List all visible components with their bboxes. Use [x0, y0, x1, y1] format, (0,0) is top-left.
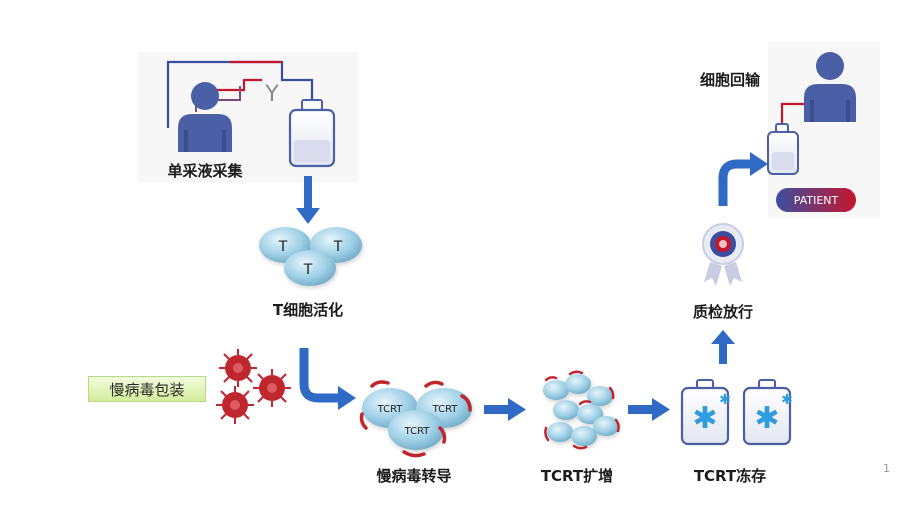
infusion-tubing: [780, 102, 804, 124]
patient-person-icon: [804, 52, 856, 122]
apheresis-tubing: [166, 60, 314, 128]
virus-icon: [253, 369, 291, 407]
virus-icon: [219, 349, 257, 387]
arrow-up-1: [711, 330, 735, 364]
donor-person-icon: [178, 82, 232, 152]
page-number: 1: [883, 462, 890, 475]
collection-bag-icon: [288, 99, 336, 168]
receptor-marks: [359, 380, 472, 458]
patient-badge: PATIENT: [776, 188, 856, 212]
step-label-qc-release: 质检放行: [693, 303, 753, 321]
tcrt-cell: [388, 410, 444, 450]
step-label-t-activation: T细胞活化: [273, 301, 343, 319]
t-cell-label: T: [278, 239, 288, 255]
expansion-receptor-marks: [544, 370, 620, 450]
arrow-curve-to-infusion: [718, 152, 768, 206]
lentivirus-package-label: 慢病毒包装: [88, 376, 206, 402]
arrow-right-1: [484, 398, 526, 421]
svg-text:✱: ✱: [719, 392, 731, 408]
t-cell: [284, 250, 336, 286]
step-label-cell-infusion: 细胞回输: [700, 71, 761, 89]
virus-icon: [216, 386, 254, 424]
t-cell-cluster: [259, 227, 362, 286]
infusion-bag-icon: [767, 123, 799, 175]
tcrt-cell-label: TCRT: [432, 404, 459, 415]
apheresis-tubing-red: [200, 60, 282, 92]
arrow-curve-to-transduction: [299, 348, 356, 410]
award-ribbon-icon: [702, 223, 744, 286]
step-label-lentivirus-transduction: 慢病毒转导: [376, 467, 451, 485]
svg-text:✱: ✱: [781, 392, 793, 408]
t-cell-label: T: [303, 262, 313, 278]
tcrt-transduced-cluster: [362, 388, 472, 450]
tcrt-cell-label: TCRT: [377, 404, 404, 415]
arrow-down-1: [296, 176, 320, 224]
frozen-bag-icon: ✱ ✱: [742, 379, 793, 446]
patient-badge-text: PATIENT: [794, 194, 839, 207]
t-cell-label: T: [333, 239, 343, 255]
step-label-tcrt-expansion: TCRT扩增: [541, 467, 613, 485]
frozen-bag-icon: ✱ ✱: [680, 379, 731, 446]
tcrt-expansion-cluster: [543, 374, 619, 446]
arrow-right-2: [628, 398, 670, 421]
lentivirus-package-text: 慢病毒包装: [109, 380, 185, 399]
svg-text:✱: ✱: [692, 401, 717, 436]
step-label-apheresis: 单采液采集: [167, 162, 243, 180]
virus-cluster-icon: [216, 349, 291, 424]
svg-text:✱: ✱: [754, 401, 779, 436]
step-label-tcrt-freeze: TCRT冻存: [694, 467, 766, 485]
tcrt-cell-label: TCRT: [404, 426, 431, 437]
y-connector-icon: Y: [264, 82, 279, 107]
